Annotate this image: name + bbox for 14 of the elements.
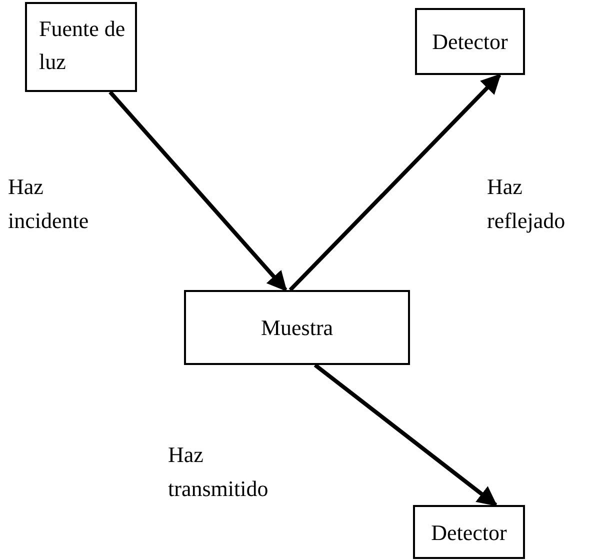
edge-label: Haz incidente bbox=[8, 173, 90, 236]
box-label: Fuente de luz bbox=[39, 15, 126, 76]
process-box bbox=[25, 2, 137, 92]
edge-label: Haz reflejado bbox=[487, 173, 566, 236]
process-box bbox=[415, 8, 525, 75]
process-box bbox=[413, 505, 525, 559]
arrow bbox=[108, 90, 288, 292]
box-label: Detector bbox=[432, 28, 508, 56]
arrow bbox=[314, 363, 498, 507]
arrow bbox=[288, 74, 502, 292]
box-label: Detector bbox=[431, 518, 507, 546]
process-box bbox=[184, 290, 410, 365]
box-label: Muestra bbox=[260, 314, 334, 342]
edge-label: Haz transmitido bbox=[168, 441, 270, 504]
